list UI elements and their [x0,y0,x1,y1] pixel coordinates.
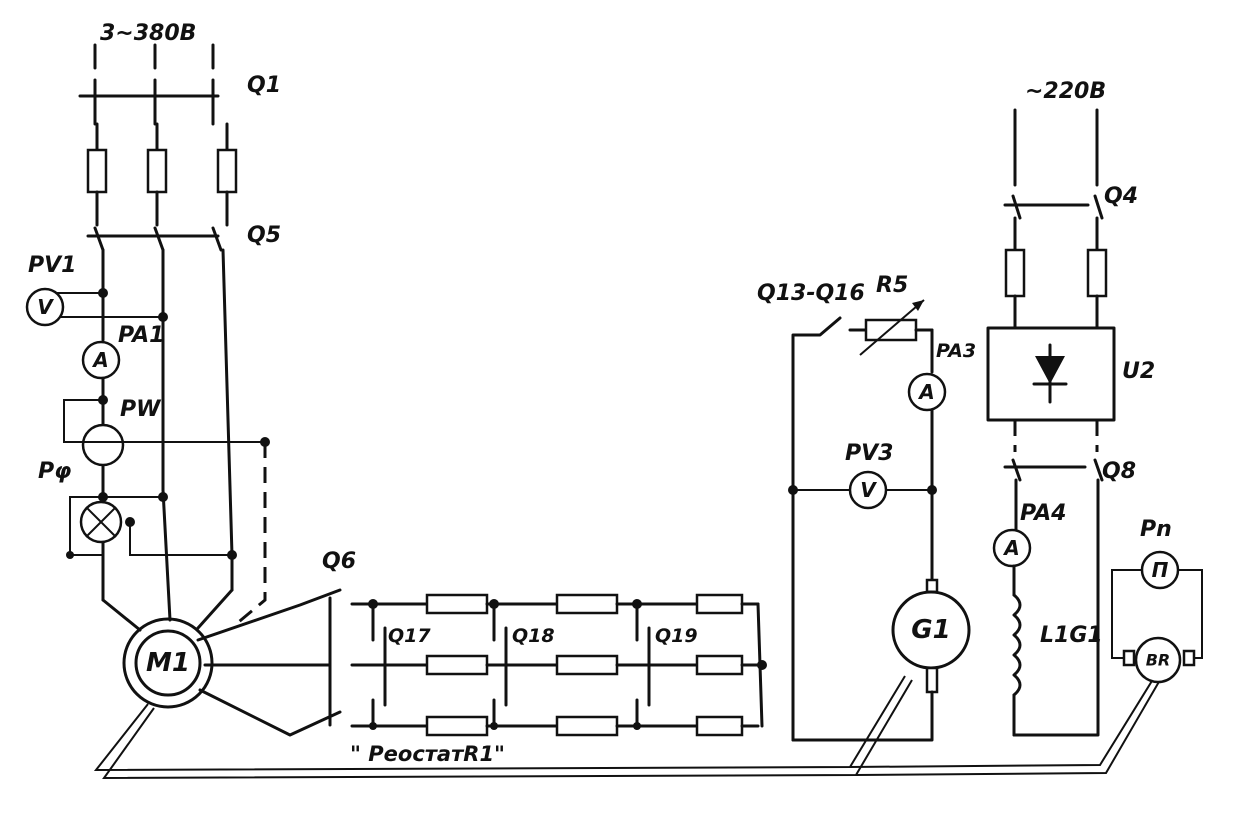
pphi-label: Pφ [38,459,71,484]
supply-label-3ph: 3~380В [100,21,196,46]
pv1-label: PV1 [28,253,76,278]
pv1-symbol: V [37,295,54,319]
phase-meter-pphi: Pφ [38,459,237,560]
l1g1-label: L1G1 [1040,623,1103,648]
q17-label: Q17 [388,625,431,647]
pa3-symbol: A [917,380,934,404]
q6-label: Q6 [322,549,356,574]
q4-label: Q4 [1104,184,1138,209]
pa4-symbol: A [1002,536,1019,560]
switch-q1: Q1 [78,73,281,126]
q1-label: Q1 [247,73,281,98]
generator-circuit: Q13-Q16 R5 A PA3 V PV3 G1 [757,273,976,742]
pa3-label: PA3 [936,340,976,362]
excitation-circuit: Q8 A PA4 L1G1 [992,420,1136,737]
switch-q5: Q5 [86,223,281,252]
m1-label: M1 [146,648,190,678]
q5-label: Q5 [247,223,281,248]
dashed-link [234,442,267,627]
pa1-symbol: A [91,348,108,372]
rheostat-caption: " РеостатR1" [350,742,505,766]
pn-symbol: П [1152,558,1169,582]
ammeter-pa1: A PA1 [81,323,164,380]
voltmeter-pv1: V PV1 [25,253,168,327]
fuses-3ph [86,122,238,227]
motor-m1: M1 [122,617,214,709]
rectifier-u2: U2 [986,326,1155,422]
q13-q16-label: Q13-Q16 [757,281,865,306]
single-phase-supply: ~220В Q4 [1003,79,1138,330]
br-label: BR [1146,651,1171,670]
rotor-leads: Q6 [196,549,356,737]
pa4-label: PA4 [1020,501,1066,526]
q19-label: Q19 [655,625,698,647]
rheostat-r1: Q17 Q18 Q19 " РеостатR1" [350,593,767,766]
pn-label: Pn [1140,517,1172,542]
tachometer: Pn П BR [1111,517,1203,684]
q8-label: Q8 [1102,459,1136,484]
mechanical-shaft [93,675,1161,780]
u2-label: U2 [1122,359,1155,384]
q18-label: Q18 [512,625,555,647]
pw-label: PW [120,397,162,422]
three-phase-supply: 3~380В [93,21,215,70]
pa1-label: PA1 [118,323,164,348]
g1-label: G1 [911,615,950,645]
r5-label: R5 [876,273,908,298]
pv3-symbol: V [860,478,877,502]
supply-label-1ph: ~220В [1025,79,1106,104]
wattmeter-pw: PW [63,395,270,467]
pv3-label: PV3 [845,441,893,466]
